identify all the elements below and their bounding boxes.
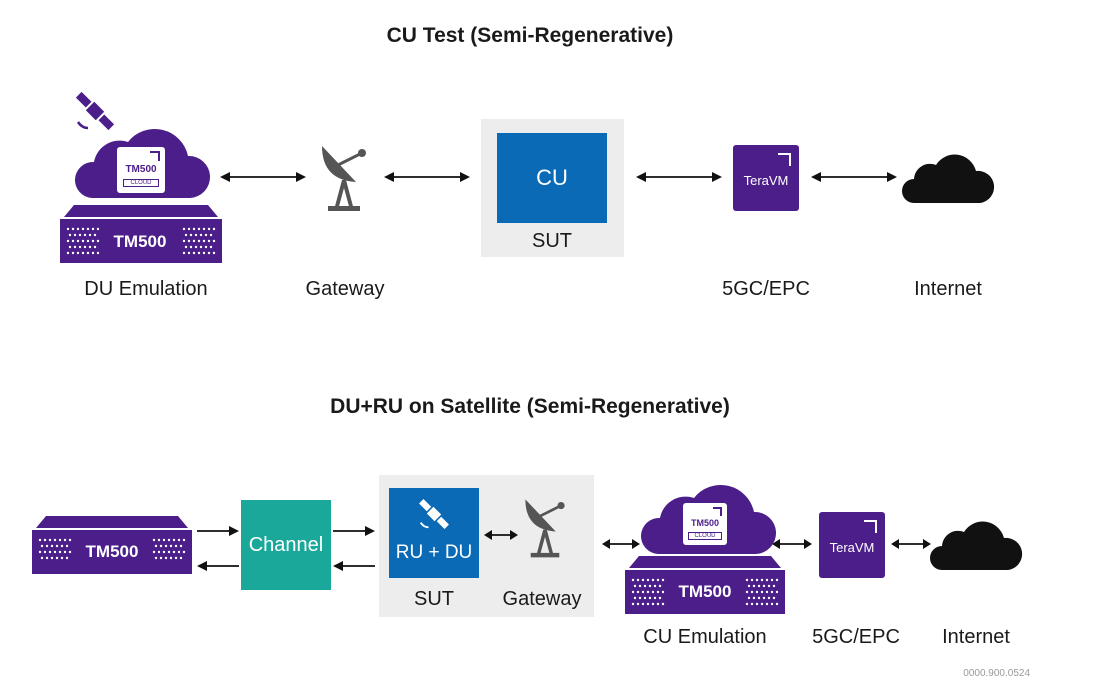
gateway-label: Gateway bbox=[305, 278, 385, 300]
internet-cloud-icon bbox=[902, 154, 995, 203]
tm500-hardware-icon bbox=[625, 556, 785, 614]
ru-du-box: RU + DU bbox=[389, 488, 479, 578]
tm500-hardware-label: TM500 bbox=[85, 542, 139, 561]
cu-box: CU bbox=[497, 133, 607, 223]
internet-cloud-icon bbox=[930, 521, 1023, 570]
teravm-corner-mark bbox=[778, 153, 791, 166]
core-label: 5GC/EPC bbox=[722, 278, 810, 300]
arrow-bidirectional-icon bbox=[636, 172, 722, 182]
satellite-icon bbox=[75, 91, 115, 131]
arrow-left-icon bbox=[197, 561, 239, 571]
tm500-hardware-label: TM500 bbox=[113, 232, 167, 251]
top-diagram-title: CU Test (Semi-Regenerative) bbox=[386, 24, 674, 47]
internet-label: Internet bbox=[942, 626, 1010, 648]
cu-emulation-label: CU Emulation bbox=[643, 626, 767, 648]
arrow-bidirectional-icon bbox=[484, 530, 518, 540]
arrow-bidirectional-icon bbox=[384, 172, 470, 182]
tm500-hardware-icon bbox=[60, 205, 222, 263]
sut-label: SUT bbox=[414, 588, 454, 610]
core-label: 5GC/EPC bbox=[812, 626, 900, 648]
tm500-hardware-icon bbox=[32, 516, 192, 574]
bottom-diagram-title: DU+RU on Satellite (Semi-Regenerative) bbox=[330, 395, 730, 418]
teravm-logo: TeraVM bbox=[733, 145, 799, 211]
arrow-bidirectional-icon bbox=[891, 539, 931, 549]
satellite-icon bbox=[419, 499, 449, 529]
channel-box: Channel bbox=[241, 500, 331, 590]
tm500-cloud-card: TM500 CLOUD bbox=[683, 503, 727, 545]
tm500-cloud-card: TM500 CLOUD bbox=[117, 147, 165, 193]
teravm-corner-mark bbox=[864, 520, 877, 533]
teravm-logo: TeraVM bbox=[819, 512, 885, 578]
internet-label: Internet bbox=[914, 278, 982, 300]
arrow-right-icon bbox=[197, 526, 239, 536]
arrow-bidirectional-icon bbox=[602, 539, 640, 549]
tm500-card-logo bbox=[150, 151, 160, 161]
gateway-label: Gateway bbox=[502, 588, 582, 610]
tm500-card-logo bbox=[713, 507, 722, 516]
teravm-text: TeraVM bbox=[743, 173, 789, 188]
tm500-card-subtext: CLOUD bbox=[123, 179, 159, 187]
arrow-bidirectional-icon bbox=[220, 172, 306, 182]
satellite-dish-icon bbox=[525, 499, 565, 558]
document-code: 0000.900.0524 bbox=[963, 668, 1030, 679]
ru-du-label: RU + DU bbox=[395, 542, 473, 563]
tm500-card-subtext: CLOUD bbox=[688, 532, 722, 540]
tm500-hardware-label: TM500 bbox=[678, 582, 732, 601]
teravm-text: TeraVM bbox=[829, 540, 875, 555]
arrow-left-icon bbox=[333, 561, 375, 571]
arrow-right-icon bbox=[333, 526, 375, 536]
satellite-dish-icon bbox=[322, 146, 366, 211]
tm500-card-text: TM500 bbox=[690, 518, 719, 528]
sut-label: SUT bbox=[532, 230, 572, 252]
du-emulation-label: DU Emulation bbox=[84, 278, 208, 300]
arrow-bidirectional-icon bbox=[772, 539, 812, 549]
tm500-card-text: TM500 bbox=[125, 164, 157, 175]
arrow-bidirectional-icon bbox=[811, 172, 897, 182]
